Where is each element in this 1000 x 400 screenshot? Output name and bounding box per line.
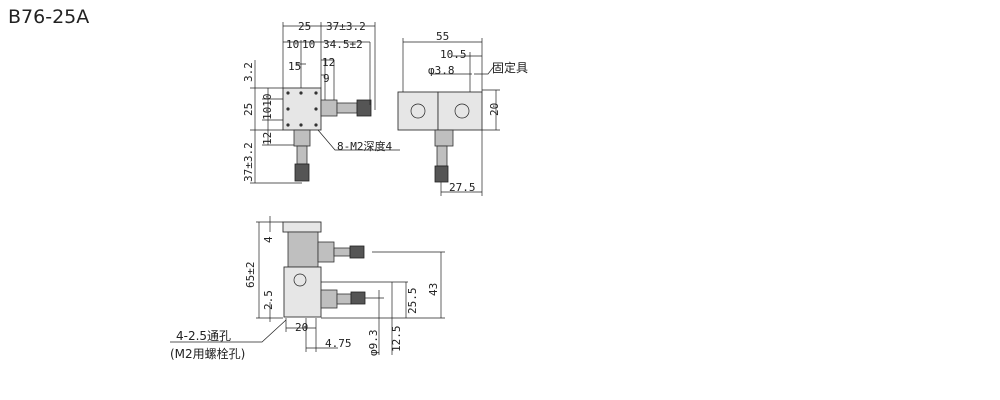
- micrometer-knob-upper: [349, 245, 365, 259]
- micrometer-knob-side: [434, 165, 449, 183]
- dim-pitch-10: 10: [286, 38, 299, 51]
- dim-offset-27-5: 27.5: [449, 181, 476, 194]
- front-view: 4 65±2 2.5 20 4.75 φ9.3 12.5 25.5 43 4-2…: [170, 216, 445, 361]
- micrometer-knob-lower: [350, 291, 366, 305]
- dim-offset-9: 9: [323, 72, 330, 85]
- dim-offset-10-5: 10.5: [440, 48, 467, 61]
- drawing-title: B76-25A: [8, 6, 90, 28]
- dim-h-25-5: 25.5: [406, 288, 419, 315]
- dim-offset-15: 15: [288, 60, 301, 73]
- dim-width-20: 20: [295, 321, 308, 334]
- dim-offset-12: 12: [322, 56, 335, 69]
- dim-dia-3-8: φ3.8: [428, 64, 455, 77]
- dim-left-12: 12: [261, 132, 274, 145]
- dim-bottom-2-5: 2.5: [262, 290, 275, 310]
- micrometer-knob-y: [294, 163, 310, 182]
- dim-reach: 34.5±2: [323, 38, 363, 51]
- dim-h-43: 43: [427, 283, 440, 296]
- top-view: 25 37±3.2 10 10 34.5±2 15 12 9 3.2 25 10…: [242, 20, 400, 184]
- callout-through-holes: 4-2.5通孔: [176, 329, 231, 343]
- dim-left-1010: 1010: [261, 94, 274, 121]
- micrometer-knob-x: [356, 99, 372, 117]
- dim-height-65: 65±2: [244, 262, 257, 289]
- side-view: 55 10.5 φ3.8 固定具 20 27.5: [397, 30, 528, 196]
- dim-left-37: 37±3.2: [242, 142, 255, 182]
- dim-travel-x: 37±3.2: [326, 20, 366, 33]
- dim-width-25: 25: [298, 20, 311, 33]
- dim-height-20: 20: [488, 103, 501, 116]
- callout-clamp: 固定具: [492, 60, 528, 75]
- dim-offset-4-75: 4.75: [325, 337, 352, 350]
- dim-left-25: 25: [242, 103, 255, 116]
- dim-h-12-5: 12.5: [390, 326, 403, 353]
- dim-pitch-10: 10: [302, 38, 315, 51]
- dim-top-4: 4: [262, 236, 275, 243]
- callout-bolt-note: (M2用螺栓孔): [170, 346, 245, 361]
- dim-dia-9-3: φ9.3: [367, 330, 380, 357]
- dim-left-3-2: 3.2: [242, 62, 255, 82]
- dim-length-55: 55: [436, 30, 449, 43]
- callout-mount-holes: 8-M2深度4: [337, 139, 392, 153]
